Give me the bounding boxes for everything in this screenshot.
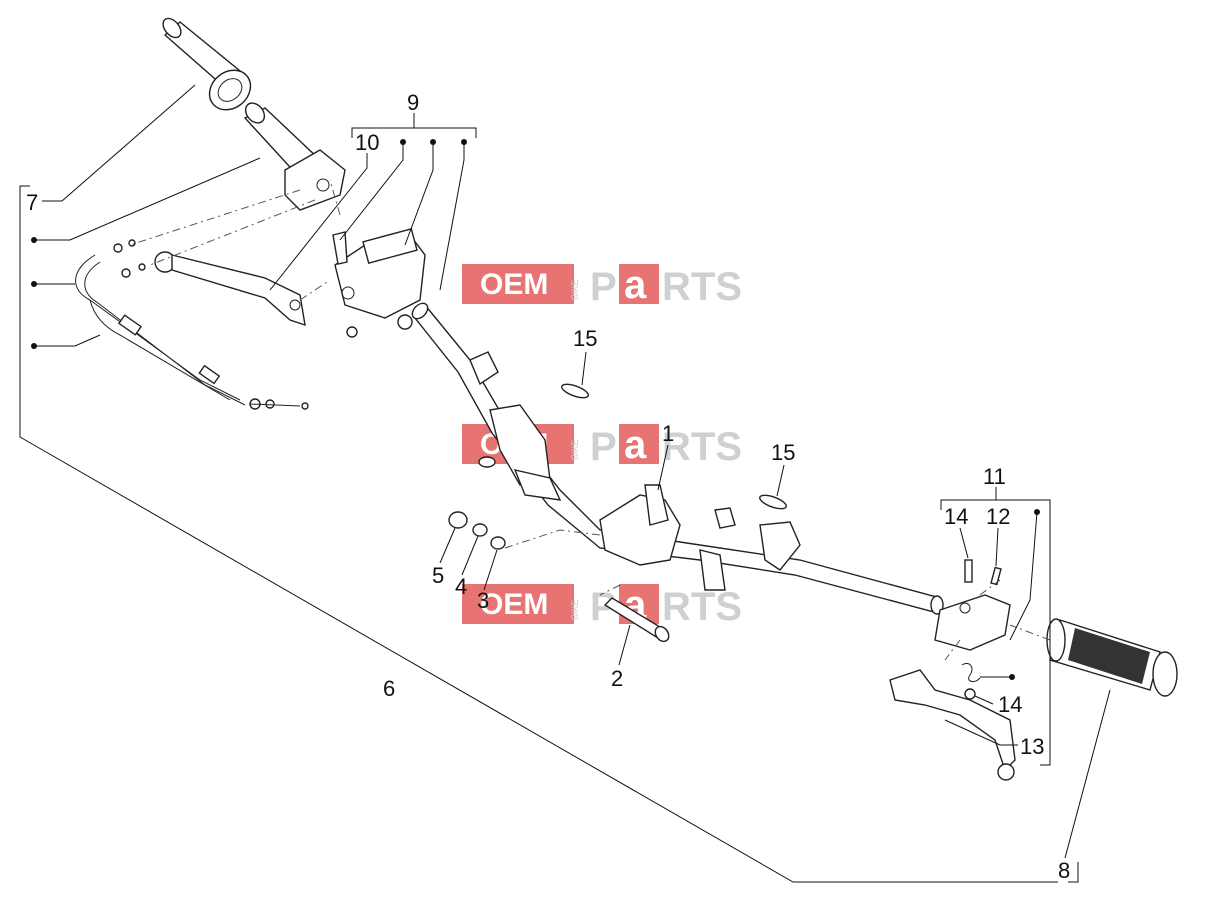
callout-12: 12 [986,504,1010,529]
watermark-bike: BIKE [570,279,580,300]
left-grip [162,17,252,111]
watermark-bike: BIKE [570,599,580,620]
watermark-a: a [624,263,647,307]
callout-1: 1 [662,421,674,446]
left-brake-lever [154,251,306,327]
callout-6: 6 [383,676,395,701]
callout-2: 2 [611,666,623,691]
watermark-p: P [590,425,617,469]
watermark-p: P [590,265,617,309]
leader-lines [19,84,1111,883]
throttle-cables [75,239,309,410]
watermark-rts: RTS [662,425,742,469]
callout-14-lower: 14 [998,692,1022,717]
watermark-oem: OEM [480,268,548,301]
callout-labels: 1 2 3 4 5 6 7 8 9 10 11 12 13 14 14 15 1… [26,90,1070,883]
brake-master-cylinder [332,228,426,338]
handlebar-tube [411,302,944,615]
callout-3: 3 [477,588,489,613]
callout-9: 9 [407,90,419,115]
callout-5: 5 [432,563,444,588]
right-brake-lever [889,669,1016,781]
watermark-oem: OEM [480,588,548,621]
callout-15-lower: 15 [771,440,795,465]
callout-11: 11 [983,464,1006,489]
circlip-upper [561,383,589,399]
assembly-dash-lines [129,179,1051,661]
callout-4: 4 [455,574,467,599]
right-lever-bracket [934,559,1011,700]
callout-13: 13 [1020,734,1044,759]
watermark-bottom: OEM BIKE P a RTS [462,583,742,629]
watermark-rts: RTS [662,265,742,309]
callout-14-upper: 14 [944,504,968,529]
callout-8: 8 [1058,858,1070,883]
bolt-and-washers [448,511,670,643]
callout-15-upper: 15 [573,326,597,351]
right-grip [1046,618,1178,697]
circlip-lower [759,494,787,510]
throttle-housing [243,102,346,211]
watermark-rts: RTS [662,585,742,629]
watermark-bike: BIKE [570,439,580,460]
callout-7: 7 [26,190,38,215]
callout-10: 10 [355,130,379,155]
watermark-top: OEM BIKE P a RTS [462,263,742,309]
watermark-a: a [624,423,647,467]
